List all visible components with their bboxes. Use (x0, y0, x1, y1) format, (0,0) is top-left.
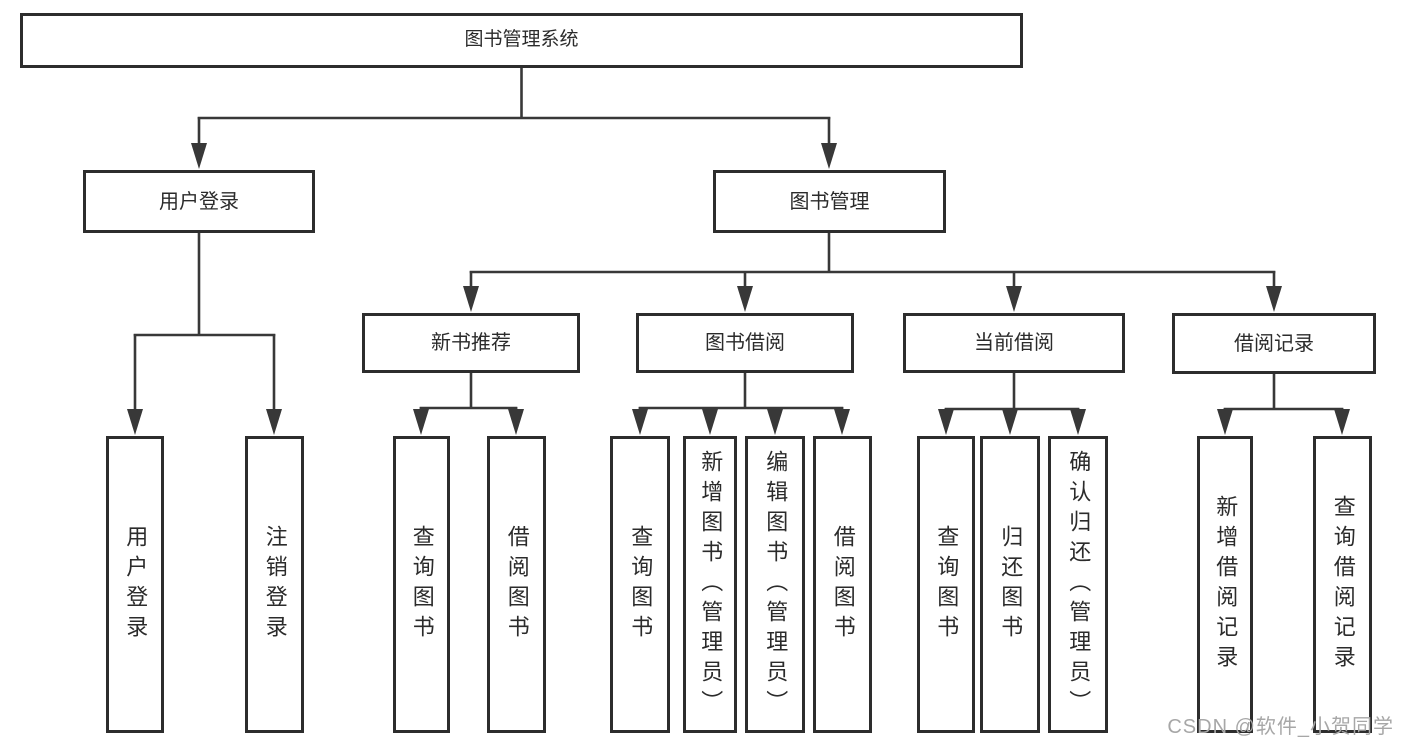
leaf-return-books: 归还图书 (980, 436, 1040, 733)
leaf-add-books-admin: 新增图书（管理员） (683, 436, 737, 733)
leaf-query-borrow-record: 查询借阅记录 (1313, 436, 1372, 733)
leaf-query-books-recommend: 查询图书 (393, 436, 450, 733)
leaf-query-books-borrowing: 查询图书 (610, 436, 670, 733)
node-new-book-recommend: 新书推荐 (362, 313, 580, 373)
leaf-logout: 注销登录 (245, 436, 304, 733)
node-book-borrowing: 图书借阅 (636, 313, 854, 373)
node-borrowing-records: 借阅记录 (1172, 313, 1376, 374)
leaf-query-books-current: 查询图书 (917, 436, 975, 733)
leaf-user-login: 用户登录 (106, 436, 164, 733)
node-library-management-system: 图书管理系统 (20, 13, 1023, 68)
csdn-watermark: CSDN @软件_小贺同学 (1167, 716, 1394, 738)
leaf-confirm-return-admin: 确认归还（管理员） (1048, 436, 1108, 733)
node-book-management: 图书管理 (713, 170, 946, 233)
leaf-edit-books-admin: 编辑图书（管理员） (745, 436, 805, 733)
node-user-login: 用户登录 (83, 170, 315, 233)
node-current-borrowing: 当前借阅 (903, 313, 1125, 373)
leaf-borrow-books: 借阅图书 (813, 436, 872, 733)
leaf-borrow-books-recommend: 借阅图书 (487, 436, 546, 733)
leaf-add-borrow-record: 新增借阅记录 (1197, 436, 1253, 733)
